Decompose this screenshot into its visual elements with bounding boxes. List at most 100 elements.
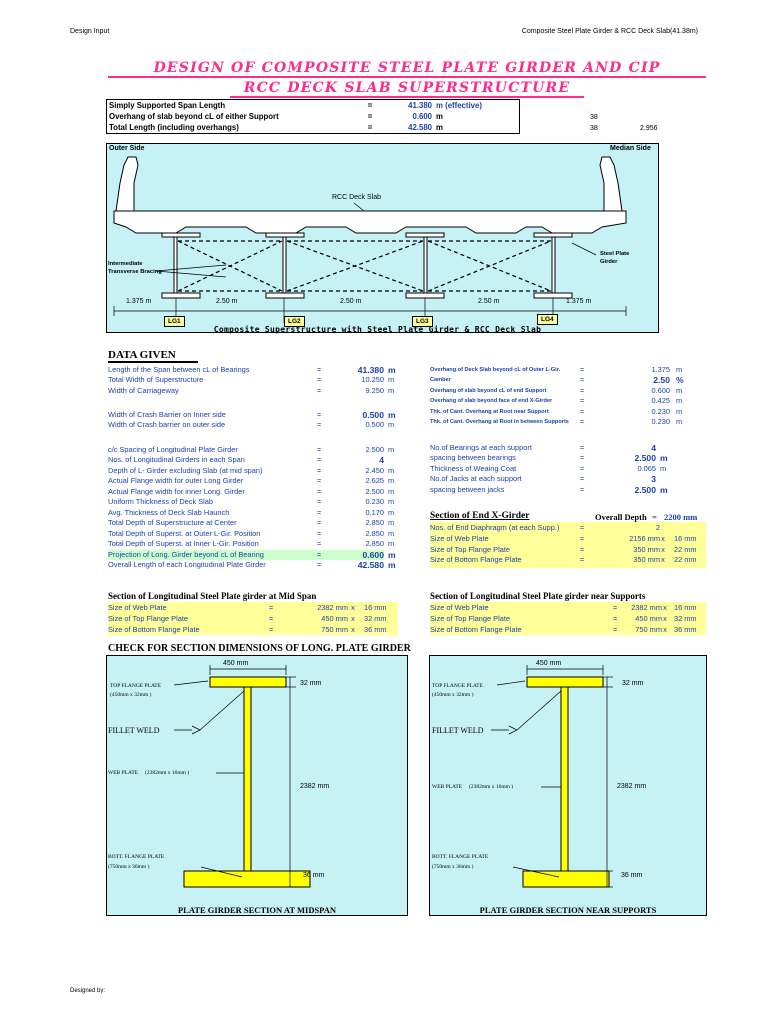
row-v1: 350 mm <box>633 544 660 554</box>
row-v2: 36 mm <box>674 624 697 634</box>
bracing-label-line1: Intermediate <box>108 261 143 267</box>
row-value: 0.500 <box>365 420 385 429</box>
data-row: Total Depth of Superst. at Inner L-Gir. … <box>108 539 408 549</box>
midspan-section-title: Section of Longitudinal Steel Plate gird… <box>108 591 317 601</box>
steel-girder-label-line2: Girder <box>600 259 618 265</box>
row-label: Camber <box>430 377 451 384</box>
row-unit: % <box>676 375 684 386</box>
row-value: 0.425 <box>651 396 671 406</box>
data-row: Overhang of slab beyond face of end X-Gi… <box>430 396 710 406</box>
row-label: Uniform Thickness of Deck Slab <box>108 497 214 506</box>
cross-section-caption: Composite Superstructure with Steel Plat… <box>213 325 542 334</box>
span-row-1: Simply Supported Span Length = 41.380 m … <box>107 101 519 111</box>
row-eq: = <box>579 453 585 463</box>
span-unit: m (effective) <box>436 101 482 110</box>
row-value: 0.500 <box>362 409 384 420</box>
row-unit: m <box>388 497 395 506</box>
overhang-label: Overhang of slab beyond cL of either Sup… <box>109 112 279 121</box>
row-value: 0.600 <box>362 549 384 560</box>
midspan-top-width: 450 mm <box>223 660 249 667</box>
data-row <box>108 434 408 444</box>
row-label: Thk. of Cant. Overhang at Root in betwee… <box>430 419 569 425</box>
girder-drawing-midspan <box>173 665 311 888</box>
row-value: 2.625 <box>365 476 385 485</box>
midspan-top-thk: 32 mm <box>300 680 322 687</box>
left-data-block: Length of the Span between cL of Bearing… <box>108 365 408 585</box>
row-label: Nos. of Longitudinal Girders in each Spa… <box>108 455 245 464</box>
row-unit: m <box>388 365 396 375</box>
row-label: Thk. of Cant. Overhang at Root near Supp… <box>430 408 549 415</box>
data-given-title: DATA GIVEN <box>108 349 176 361</box>
row-value: 2.850 <box>365 539 385 548</box>
row-v1: 350 mm <box>633 555 660 565</box>
row-label: Size of Top Flange Plate <box>430 613 510 623</box>
data-row: Actual Flange width for inner Long. Gird… <box>108 487 408 497</box>
data-row: Projection of Long. Girder beyond cL of … <box>108 549 396 560</box>
row-unit: m <box>388 465 395 475</box>
row-eq: = <box>316 385 322 395</box>
row-value: 0.600 <box>651 385 671 395</box>
midspan-bott-label-1: BOTT. FLANGE PLATE <box>108 854 165 860</box>
row-unit: m <box>388 476 395 485</box>
data-row: Total Depth of Superst. at Outer L-Gir. … <box>108 529 408 539</box>
midspan-web-height: 2382 mm <box>300 783 330 790</box>
data-row: Overall Length of each Longitudinal Plat… <box>108 560 408 570</box>
row-label: Total Depth of Superstructure at Center <box>108 518 237 527</box>
midspan-top-label-2: (450mm x 32mm ) <box>110 692 152 698</box>
midspan-web-label: WEB PLATE (2382mm x 16mm ) <box>108 770 189 776</box>
row-eq: = <box>316 560 322 569</box>
data-row: Total Depth of Superstructure at Center=… <box>108 518 408 528</box>
data-row: Actual Flange width for outer Long Girde… <box>108 476 408 486</box>
row-label: Depth of L- Girder excluding Slab (at mi… <box>108 465 263 475</box>
row-label: Size of Web Plate <box>430 603 489 612</box>
support-top-label: TOP FLANGE PLATE (450mm x 32mm ) <box>432 682 483 700</box>
row-label: Overhang of slab beyond face of end X-Gi… <box>430 398 553 405</box>
row-x: x <box>663 624 667 634</box>
row-unit: m <box>388 409 396 420</box>
row-value: 3 <box>651 474 656 485</box>
overhang-unit: m <box>436 112 443 121</box>
support-web-height: 2382 mm <box>617 783 647 790</box>
midspan-top-label: TOP FLANGE PLATE (450mm x 32mm ) <box>110 682 161 700</box>
row-unit: m <box>676 365 683 374</box>
data-row: Nos. of Longitudinal Girders in each Spa… <box>108 455 408 465</box>
span-row-2: Overhang of slab beyond cL of either Sup… <box>107 112 519 122</box>
row-eq: = <box>268 624 274 634</box>
steel-girder-label: Steel Plate Girder <box>600 250 629 266</box>
data-row: Camber=2.50% <box>430 375 710 385</box>
row-value: 4 <box>651 443 656 453</box>
row-value: 42.580 <box>357 560 384 570</box>
row-label: Thickness of Weaing Coat <box>430 463 517 473</box>
row-x: x <box>663 603 667 612</box>
row-label: Avg. Thickness of Deck Slab Haunch <box>108 507 230 517</box>
row-eq: = <box>579 544 585 554</box>
row-value: 1.375 <box>651 365 671 374</box>
support-top-label-2: (450mm x 32mm ) <box>432 692 474 698</box>
girder-tag-lg2: LG2 <box>284 316 305 327</box>
row-v2: 22 mm <box>674 544 697 554</box>
support-fillet: FILLET WELD <box>432 726 484 735</box>
row-unit: m <box>660 453 668 464</box>
row-eq: = <box>579 385 585 395</box>
row-eq: = <box>579 417 585 426</box>
designed-by: Designed by: <box>70 988 106 994</box>
row-x: x <box>351 613 355 623</box>
row-v2: 36 mm <box>364 624 387 634</box>
row-v2: 32 mm <box>364 613 387 623</box>
row-label: Total Depth of Superst. at Inner L-Gir. … <box>108 539 259 548</box>
row-value: 2.500 <box>365 486 385 496</box>
span-value: 41.380 <box>408 101 432 110</box>
header-right: Composite Steel Plate Girder & RCC Deck … <box>521 28 698 35</box>
midspan-web-size: (2382mm x 16mm ) <box>144 770 190 776</box>
row-eq: = <box>316 497 322 506</box>
row-v2: 16 mm <box>674 533 697 543</box>
row-eq: = <box>579 523 585 532</box>
row-value: 2.500 <box>634 484 656 495</box>
row-x: x <box>663 613 667 623</box>
